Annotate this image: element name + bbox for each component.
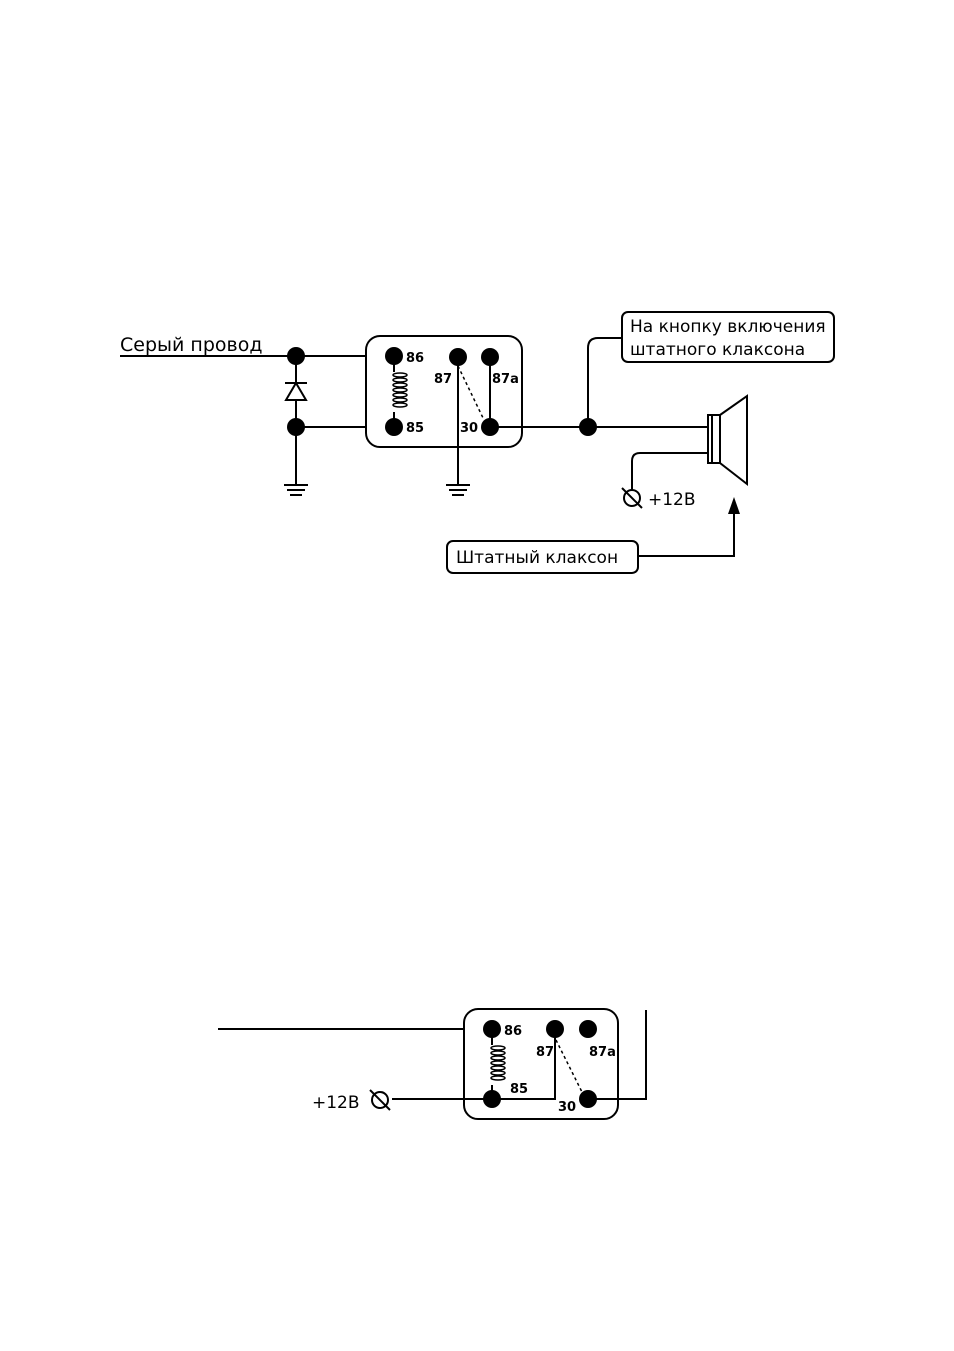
pin-label-86: 86 — [406, 351, 424, 366]
relay-pin-87 — [449, 348, 467, 366]
pin-label-87a: 87a — [589, 1045, 616, 1060]
relay-pin-87a — [579, 1020, 597, 1038]
coil-icon — [390, 372, 408, 412]
arrow-up-icon — [728, 497, 740, 514]
supply-terminal-icon — [370, 1090, 390, 1110]
supply-terminal-icon — [622, 488, 642, 508]
relay-pin-85 — [483, 1090, 501, 1108]
relay-pin-86 — [483, 1020, 501, 1038]
relay-pin-87 — [546, 1020, 564, 1038]
coil-icon — [488, 1045, 506, 1085]
top-diagram: Серый провод — [120, 312, 834, 573]
callout-horn-pointer — [638, 512, 734, 556]
junction-dot — [287, 418, 305, 436]
relay-pin-30 — [579, 1090, 597, 1108]
supply-label-top: +12В — [648, 490, 696, 510]
diode-icon — [285, 383, 307, 400]
grey-wire-label: Серый провод — [120, 334, 262, 356]
pin-label-30: 30 — [460, 421, 478, 436]
callout-button-line1: На кнопку включения — [630, 317, 826, 337]
callout-button-line2: штатного клаксона — [630, 340, 805, 360]
pin-label-85: 85 — [510, 1082, 528, 1097]
pin-label-87: 87 — [434, 372, 452, 387]
pin-label-30: 30 — [558, 1100, 576, 1115]
horn-supply-wire — [632, 453, 708, 491]
pin-label-85: 85 — [406, 421, 424, 436]
callout-horn-text: Штатный клаксон — [456, 548, 618, 568]
junction-dot — [287, 347, 305, 365]
ground-icon — [446, 485, 470, 495]
relay-pin-87a — [481, 348, 499, 366]
relay-pin-86 — [385, 347, 403, 365]
horn-icon — [708, 396, 747, 484]
pin-label-87a: 87a — [492, 372, 519, 387]
button-lead-wire — [588, 338, 622, 427]
bottom-diagram: 86 85 87 87a 30 +12В — [218, 1009, 646, 1119]
pin-label-86: 86 — [504, 1024, 522, 1039]
supply-label-bottom: +12В — [312, 1093, 360, 1113]
ground-icon — [284, 485, 308, 495]
relay-pin-85 — [385, 418, 403, 436]
pin-label-87: 87 — [536, 1045, 554, 1060]
